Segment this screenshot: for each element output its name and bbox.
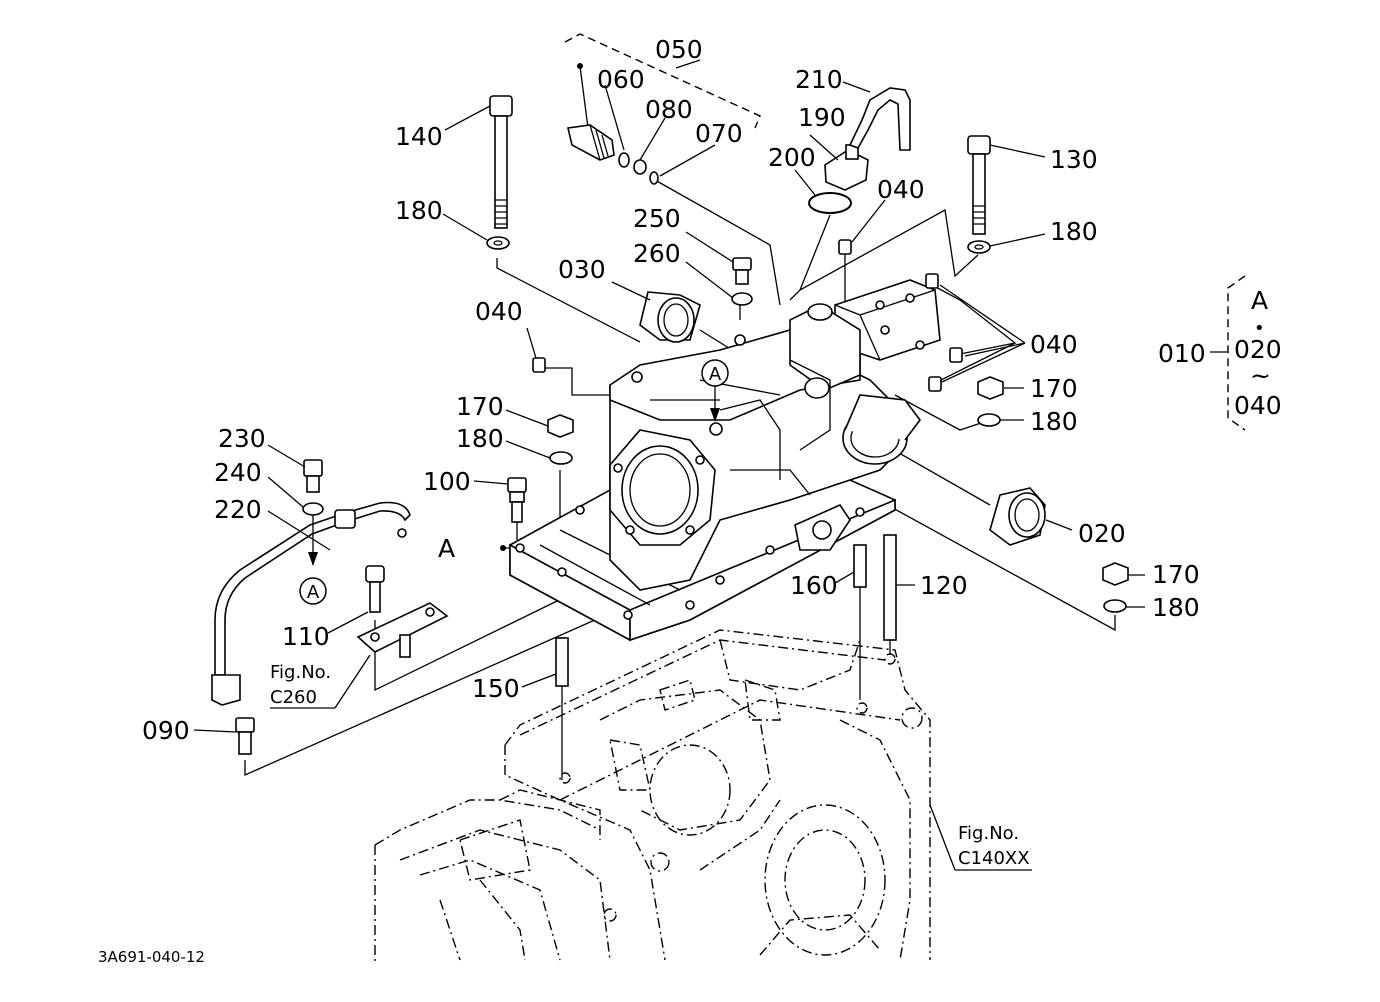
- washer-180-left: [486, 236, 510, 250]
- hydraulic-housing: [509, 279, 941, 642]
- nut-170-mid: [547, 414, 574, 438]
- washer-180-far-right: [1103, 599, 1127, 613]
- callout-170-right: 170: [1030, 374, 1078, 403]
- pipe-220: [211, 501, 411, 706]
- callout-160: 160: [790, 571, 838, 600]
- callout-230: 230: [218, 424, 266, 453]
- plug-040-right-1: [925, 273, 939, 289]
- callout-leaders: [193, 59, 1145, 871]
- callout-040-top: 040: [877, 175, 925, 204]
- group-tilde: ~: [1250, 361, 1271, 390]
- callout-110: 110: [282, 622, 330, 651]
- ref-c140xx-title: Fig.No.: [958, 823, 1019, 844]
- o-ring-200: [808, 192, 852, 214]
- nut-170-right: [977, 376, 1004, 400]
- ref-label-a-pipe: A: [307, 582, 320, 603]
- ref-c140xx-code: C140XX: [958, 848, 1030, 869]
- bolt-110: [365, 565, 385, 613]
- callout-060: 060: [597, 65, 645, 94]
- nut-170-far-right: [1102, 562, 1129, 586]
- bolt-140: [489, 95, 513, 229]
- callout-030: 030: [558, 255, 606, 284]
- group-dot: •: [1254, 318, 1265, 339]
- bolt-130: [967, 135, 991, 235]
- ref-c260-title: Fig.No.: [270, 662, 331, 683]
- washer-180-right: [977, 413, 1001, 427]
- bushing-020: [989, 487, 1046, 546]
- ref-c260-code: C260: [270, 687, 317, 708]
- plug-040-left: [532, 357, 546, 373]
- marker-a-label: A: [438, 534, 455, 563]
- stud-150: [555, 637, 569, 687]
- callout-180-right-top: 180: [1050, 217, 1098, 246]
- bolt-100: [507, 477, 527, 523]
- callout-050: 050: [655, 35, 703, 64]
- callout-040-right: 040: [1030, 330, 1078, 359]
- callout-180-mid: 180: [456, 424, 504, 453]
- callout-250: 250: [633, 204, 681, 233]
- figure-reference-c140xx: Fig.No. C140XX: [958, 823, 1030, 869]
- bushing-030: [639, 291, 701, 343]
- callout-180-far-right: 180: [1152, 593, 1200, 622]
- hose-210: [848, 87, 911, 151]
- plug-040-right-3: [928, 376, 942, 392]
- callout-120: 120: [920, 571, 968, 600]
- bolt-230: [303, 459, 323, 493]
- bolt-090: [235, 717, 255, 755]
- callout-170-far-right: 170: [1152, 560, 1200, 589]
- washer-240: [302, 502, 324, 516]
- plug-250: [732, 257, 752, 285]
- callout-130: 130: [1050, 145, 1098, 174]
- group-to-label: 040: [1234, 391, 1282, 420]
- transmission-case: [374, 629, 931, 965]
- callout-190: 190: [798, 103, 846, 132]
- callout-090: 090: [142, 716, 190, 745]
- callout-210: 210: [795, 65, 843, 94]
- stud-120: [883, 534, 897, 641]
- washer-260: [731, 292, 753, 306]
- ref-circle-a-pipe: [299, 577, 327, 605]
- callout-180-left: 180: [395, 196, 443, 225]
- callout-100: 100: [423, 467, 471, 496]
- callout-140: 140: [395, 122, 443, 151]
- ref-label-a-housing: A: [709, 364, 722, 385]
- plug-040-top: [838, 239, 852, 255]
- washer-180-right-top: [967, 240, 991, 254]
- switch-assembly-050: [564, 33, 761, 185]
- callout-040-left: 040: [475, 297, 523, 326]
- plug-040-right-2: [949, 347, 963, 363]
- callout-200: 200: [768, 143, 816, 172]
- callout-150: 150: [472, 674, 520, 703]
- fitting-190: [824, 144, 869, 191]
- callout-260: 260: [633, 239, 681, 268]
- callout-080: 080: [645, 95, 693, 124]
- callout-240: 240: [214, 458, 262, 487]
- group-top-label: A: [1251, 286, 1268, 315]
- callout-220: 220: [214, 495, 262, 524]
- plate-gasket: [356, 602, 449, 658]
- callout-180-right: 180: [1030, 407, 1078, 436]
- ref-circle-a-housing: [701, 359, 729, 422]
- drawing-code: 3A691-040-12: [98, 948, 205, 966]
- figure-reference-c260: Fig.No. C260: [270, 662, 331, 708]
- callout-070: 070: [695, 119, 743, 148]
- group-bracket: 010 A • 020 ~ 040: [1158, 275, 1282, 431]
- callout-020: 020: [1078, 519, 1126, 548]
- callout-170-mid: 170: [456, 392, 504, 421]
- group-from-label: 020: [1234, 335, 1282, 364]
- group-main-label: 010: [1158, 339, 1206, 368]
- stud-160: [853, 544, 867, 588]
- washer-180-mid: [549, 451, 573, 465]
- callout-labels: 050 060 080 070 210 190 200 040 140 180 …: [142, 35, 1200, 745]
